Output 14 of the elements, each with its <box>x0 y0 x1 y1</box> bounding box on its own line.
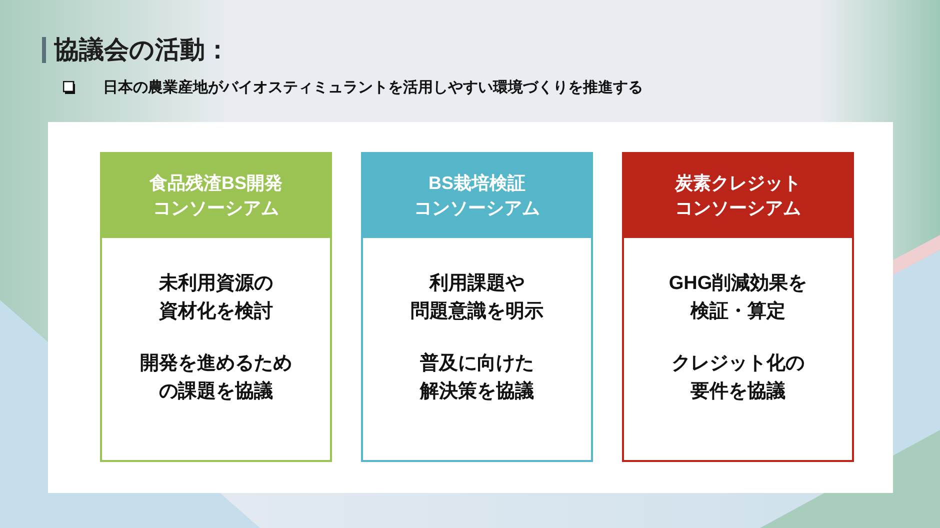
consortium-card <box>361 152 593 462</box>
bullet-text: 日本の農業産地がバイオスティミュラントを活用しやすい環境づくりを推進する <box>103 78 643 98</box>
card-heading: BS栽培検証コンソーシアム <box>363 154 591 238</box>
consortium-card <box>622 152 854 462</box>
card-text: GHG削減効果を検証・算定 <box>668 272 808 324</box>
title: 協議会の活動： <box>54 35 230 66</box>
card-text: 開発を進めるための課題を協議 <box>140 352 292 404</box>
consortium-card <box>100 152 332 462</box>
card-text: 利用課題や問題意識を明示 <box>410 272 544 324</box>
card-text: 普及に向けた解決策を協議 <box>420 351 534 404</box>
card-heading: 食品残渣BS開発コンソーシアム <box>102 154 330 238</box>
card-text: 未利用資源の資材化を検討 <box>159 272 273 324</box>
card-text: クレジット化の要件を協議 <box>672 352 804 404</box>
card-heading: 炭素クレジットコンソーシアム <box>624 154 852 238</box>
